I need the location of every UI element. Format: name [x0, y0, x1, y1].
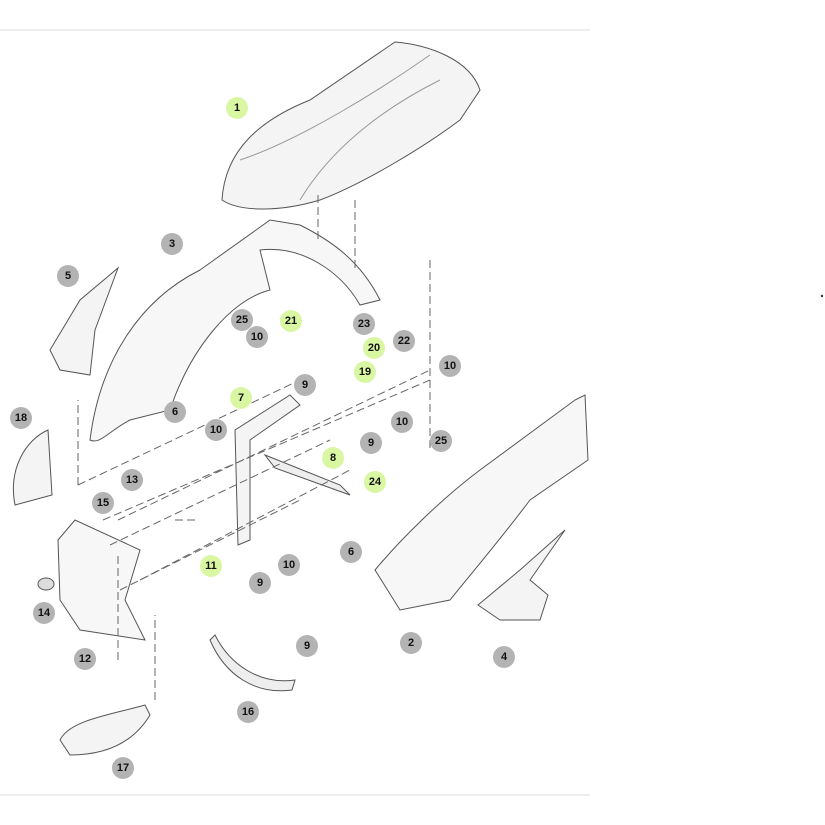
- callout-22[interactable]: 22: [393, 330, 415, 352]
- callout-9[interactable]: 9: [360, 432, 382, 454]
- part-2-side-panel[interactable]: [374, 394, 589, 611]
- callout-21[interactable]: 21: [280, 310, 302, 332]
- part-4[interactable]: [477, 529, 566, 621]
- callout-9[interactable]: 9: [249, 572, 271, 594]
- callout-9[interactable]: 9: [296, 635, 318, 657]
- part-upper-frame[interactable]: [89, 219, 381, 442]
- callout-7[interactable]: 7: [230, 387, 252, 409]
- part-12-bumper[interactable]: [57, 519, 146, 641]
- dot-marker: [820, 294, 824, 298]
- part-hood[interactable]: [221, 41, 481, 210]
- part-16-strip[interactable]: [209, 634, 296, 692]
- callout-10[interactable]: 10: [278, 554, 300, 576]
- part-17[interactable]: [59, 704, 151, 756]
- callout-5[interactable]: 5: [57, 265, 79, 287]
- part-14-emblem[interactable]: [37, 577, 55, 591]
- callout-1[interactable]: 1: [226, 97, 248, 119]
- callout-16[interactable]: 16: [237, 701, 259, 723]
- callout-25[interactable]: 25: [231, 309, 253, 331]
- part-5[interactable]: [49, 266, 120, 376]
- part-8-bar[interactable]: [263, 453, 351, 496]
- callout-10[interactable]: 10: [246, 326, 268, 348]
- callout-2[interactable]: 2: [400, 632, 422, 654]
- callout-9[interactable]: 9: [294, 374, 316, 396]
- callout-20[interactable]: 20: [363, 337, 385, 359]
- callout-10[interactable]: 10: [439, 355, 461, 377]
- callout-23[interactable]: 23: [353, 313, 375, 335]
- callout-10[interactable]: 10: [391, 411, 413, 433]
- part-7-bracket[interactable]: [234, 394, 301, 546]
- part-18[interactable]: [13, 429, 53, 506]
- callout-13[interactable]: 13: [121, 469, 143, 491]
- callout-6[interactable]: 6: [340, 541, 362, 563]
- callout-3[interactable]: 3: [161, 233, 183, 255]
- callout-6[interactable]: 6: [164, 401, 186, 423]
- callout-15[interactable]: 15: [92, 492, 114, 514]
- callout-8[interactable]: 8: [322, 447, 344, 469]
- callout-17[interactable]: 17: [112, 757, 134, 779]
- callout-19[interactable]: 19: [354, 361, 376, 383]
- callout-12[interactable]: 12: [74, 648, 96, 670]
- callout-11[interactable]: 11: [200, 555, 222, 577]
- callout-24[interactable]: 24: [364, 471, 386, 493]
- callout-14[interactable]: 14: [33, 602, 55, 624]
- callout-18[interactable]: 18: [10, 407, 32, 429]
- guide-lines: [77, 195, 431, 700]
- callout-10[interactable]: 10: [205, 419, 227, 441]
- callout-4[interactable]: 4: [493, 646, 515, 668]
- callout-25[interactable]: 25: [430, 430, 452, 452]
